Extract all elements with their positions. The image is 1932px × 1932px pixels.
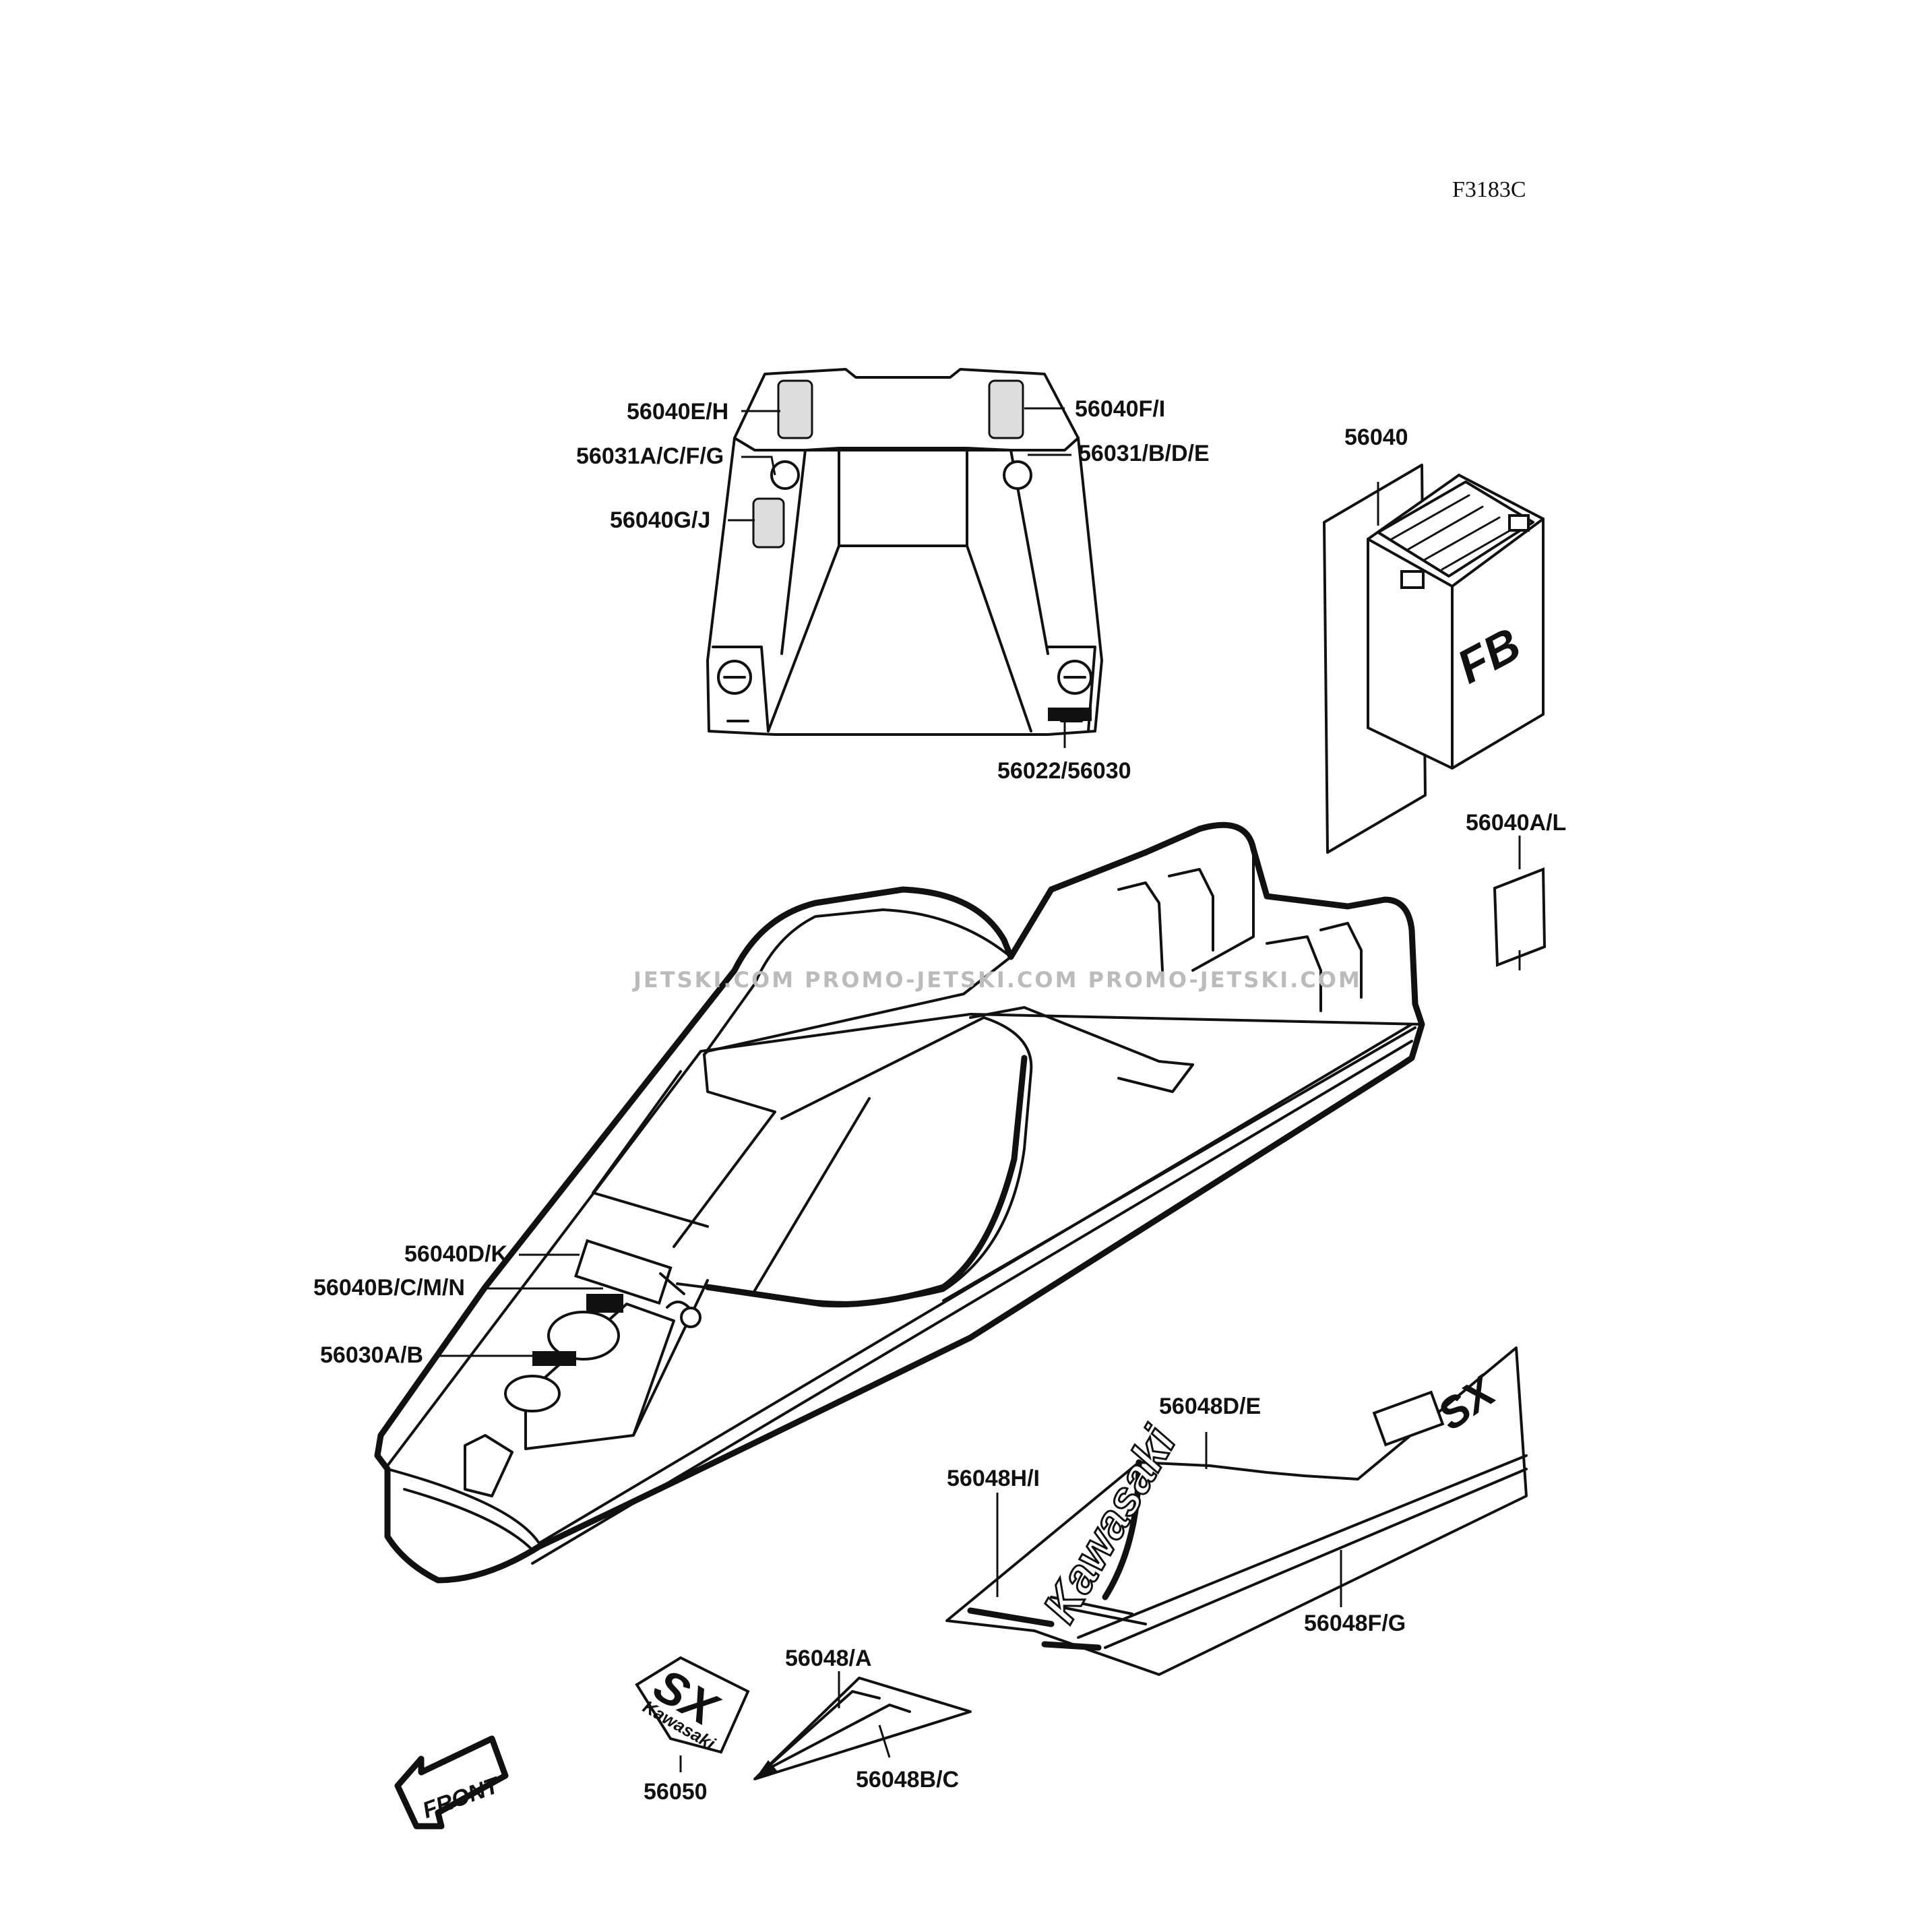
- hull-hatch-upper: [547, 1311, 620, 1361]
- label-56048A: 56048/A: [785, 1646, 872, 1671]
- label-56031BDE: 56031/B/D/E: [1078, 441, 1210, 466]
- watermark: JETSKI.COM PROMO-JETSKI.COM PROMO-JETSKI…: [632, 967, 1362, 993]
- hull-decal-dashboard: [574, 1239, 673, 1305]
- hull-leaders: [438, 1253, 603, 1357]
- hull-hatch-lower: [504, 1375, 561, 1412]
- label-56040AL: 56040A/L: [1466, 810, 1566, 836]
- label-56040EH: 56040E/H: [627, 399, 728, 425]
- label-56040: 56040: [1344, 425, 1408, 450]
- decal-left-lower: [752, 497, 785, 549]
- label-56048DE: 56048D/E: [1159, 1394, 1261, 1419]
- label-56040GJ: 56040G/J: [610, 507, 710, 533]
- label-56050: 56050: [644, 1779, 708, 1805]
- hull-decal-small: [586, 1294, 623, 1313]
- side-decal-sx: SX: [1429, 1365, 1505, 1439]
- side-decal-kawasaki: Kawasaki: [1033, 1418, 1187, 1631]
- front-arrow: FRONT: [394, 1735, 509, 1830]
- label-56040BCMN: 56040B/C/M/N: [313, 1275, 465, 1301]
- decal-left-top: [777, 379, 813, 439]
- battery-drawing: FB: [1323, 464, 1545, 854]
- label-56030AB: 56030A/B: [320, 1342, 423, 1368]
- hull-decal-56030ab: [532, 1351, 576, 1366]
- cap-right-top: [1003, 460, 1032, 490]
- decal-56040AL: [1493, 836, 1547, 970]
- label-56031ACFG: 56031A/C/F/G: [576, 443, 724, 469]
- figure-code: F3183C: [1452, 177, 1526, 202]
- front-stripe-leaders: [838, 1671, 891, 1758]
- front-arrow-text: FRONT: [419, 1772, 504, 1824]
- front-stripe-decal: [753, 1677, 972, 1780]
- cap-left-top: [770, 460, 800, 490]
- decal-right-top: [988, 379, 1024, 439]
- engine-cover-drawing: [706, 368, 1103, 736]
- label-56040DK: 56040D/K: [404, 1241, 508, 1267]
- side-decal-leaders: [996, 1432, 1342, 1607]
- label-56040FI: 56040F/I: [1075, 396, 1165, 422]
- sx-emblem-decal: SX Kawasaki: [635, 1656, 750, 1772]
- battery-label-sheet: [1323, 464, 1427, 854]
- engine-cover-leaders: [728, 407, 1071, 748]
- label-56022-56030: 56022/56030: [997, 758, 1131, 784]
- label-56048HI: 56048H/I: [947, 1466, 1040, 1491]
- label-56048FG: 56048F/G: [1304, 1611, 1406, 1636]
- hull-drawing: [374, 821, 1425, 1584]
- decal-rear-plate: [1048, 708, 1092, 721]
- label-56048BC: 56048B/C: [856, 1767, 959, 1793]
